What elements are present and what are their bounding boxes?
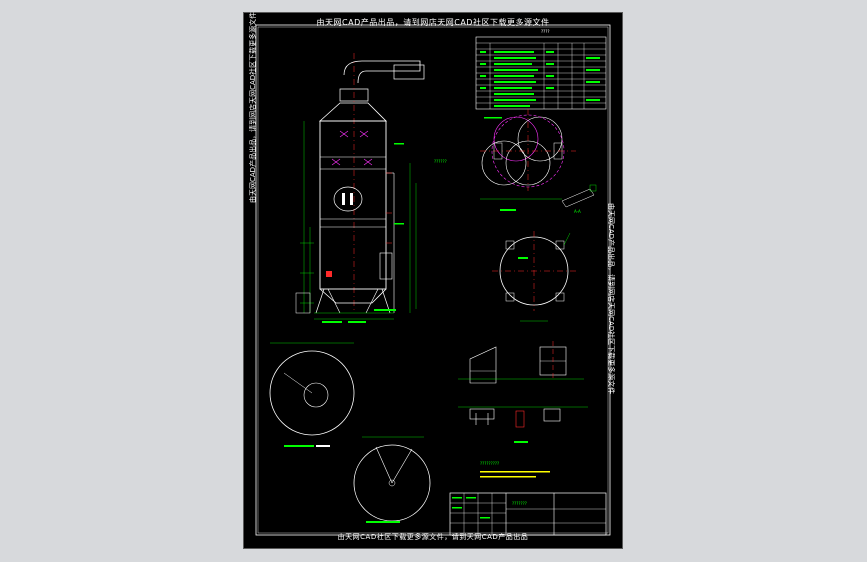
inner-border xyxy=(255,24,611,536)
bottom-plate-view xyxy=(492,231,578,322)
bottom-note-label: ????????? xyxy=(480,461,499,466)
drawing-sheet: 由天网CAD产品出品，请到网店天网CAD社区下载更多源文件 由天网CAD社区下载… xyxy=(243,12,623,549)
section-aa-detail: A-A xyxy=(561,184,597,214)
callout-markers: ?????? xyxy=(394,117,502,225)
bottom-watermark-banner: 由天网CAD社区下载更多源文件，请到天网CAD产品出品 xyxy=(337,533,529,541)
annular-plate-views xyxy=(269,342,431,523)
support-detail-drawings: ????????? xyxy=(458,341,588,478)
top-view-layout xyxy=(480,109,576,211)
title-block-name: ??????? xyxy=(512,501,527,506)
parts-list-table: ???? xyxy=(475,29,607,110)
section-aa-label: A-A xyxy=(574,209,581,214)
title-block: ??????? xyxy=(449,492,607,536)
tower-elevation xyxy=(295,53,425,323)
top-watermark-banner: 由天网CAD产品出品，请到网店天网CAD社区下载更多源文件 xyxy=(316,18,550,27)
inner-border-2 xyxy=(257,26,609,534)
table-header-label: ???? xyxy=(541,29,550,34)
cad-drawing: ???? xyxy=(255,24,611,536)
view-marker-label: ?????? xyxy=(434,159,447,164)
